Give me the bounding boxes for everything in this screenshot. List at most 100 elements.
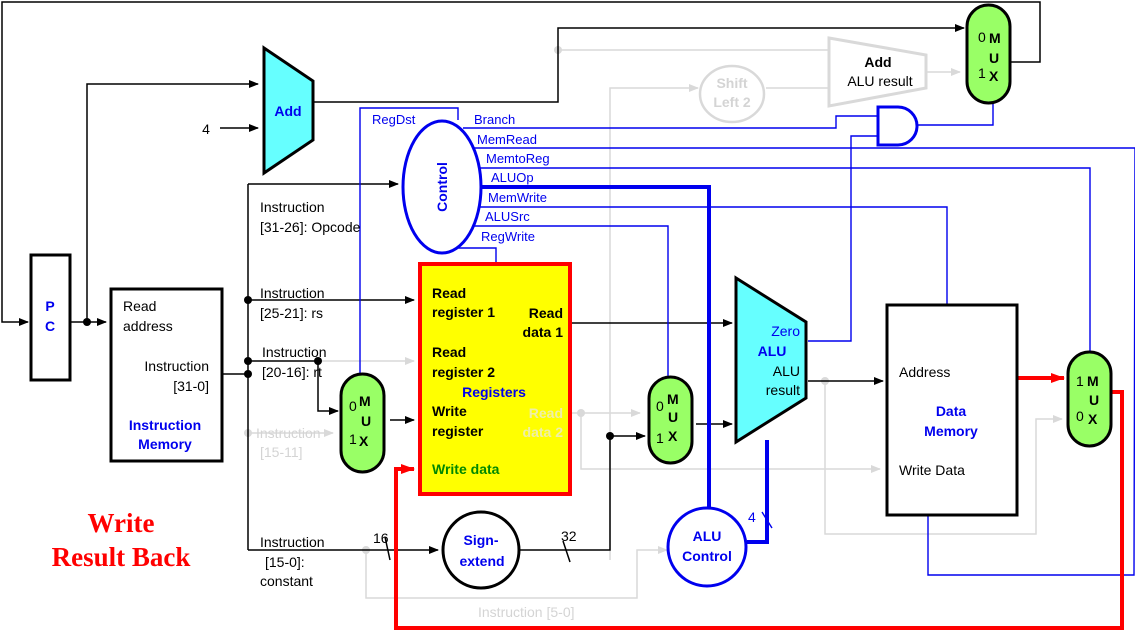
control-unit: Control RegDst Branch MemRead MemtoReg A…	[372, 112, 550, 255]
sign-extend: Sign- extend 16 32	[373, 510, 577, 590]
sign-extend-label-2: extend	[459, 553, 504, 569]
registers-title: Registers	[462, 384, 526, 400]
opcode-label-2: [31-26]: Opcode	[260, 219, 361, 235]
data-wires	[1, 1, 1041, 563]
sign-extend-label-1: Sign-	[464, 532, 499, 548]
pc-adder: Add	[262, 45, 315, 176]
alusrc-mux: 0 M U 1 X	[647, 375, 694, 465]
mux-letter-u: U	[1089, 392, 1099, 408]
program-counter: P C	[29, 253, 72, 382]
alu: Zero ALU ALU result	[734, 275, 808, 445]
data-memory: Address Data Memory Write Data	[885, 303, 1019, 517]
alu-control-width-label: 4	[748, 509, 756, 525]
mux-letter-u: U	[668, 409, 678, 425]
mux-letter-x: X	[1088, 411, 1098, 427]
read-data-1-label-2: data 1	[523, 324, 564, 340]
rs-label-2: [25-21]: rs	[260, 305, 323, 321]
alu-zero-label: Zero	[771, 323, 800, 339]
instruction-memory: Read address Instruction [31-0] Instruct…	[109, 287, 224, 463]
immediate-label-2: [15-0]:	[265, 554, 305, 570]
branch-adder-sublabel: ALU result	[847, 73, 912, 89]
alu-result-label-1: ALU	[773, 363, 800, 379]
signal-regwrite: RegWrite	[481, 229, 535, 244]
read-data-2-label-2: data 2	[523, 424, 564, 440]
title-line-2: Result Back	[52, 542, 191, 572]
pc-label-p: P	[45, 298, 54, 314]
opcode-label-1: Instruction	[260, 199, 325, 215]
input-width-label: 16	[373, 530, 389, 546]
read-register-2-label-2: register 2	[432, 364, 495, 380]
alu-result-label-2: result	[766, 382, 800, 398]
constant-four: 4	[202, 121, 210, 137]
mux-input-0-label: 0	[656, 398, 664, 414]
data-memory-title-2: Memory	[924, 423, 978, 439]
mux-letter-m: M	[359, 393, 371, 409]
signal-branch: Branch	[474, 112, 515, 127]
pc-source-mux: 0 M U 1 X	[965, 3, 1012, 105]
mux-input-0-label: 0	[1076, 408, 1084, 424]
rt-label-1: Instruction	[262, 344, 327, 360]
mux-letter-m: M	[667, 391, 679, 407]
mux-letter-u: U	[361, 413, 371, 429]
regdst-mux: 0 M U 1 X	[339, 372, 386, 474]
instruction-out-label-1: Instruction	[144, 358, 209, 374]
funct-label: Instruction [5-0]	[478, 604, 575, 620]
mux-input-1-label: 1	[978, 65, 986, 81]
memtoreg-mux: 1 M U 0 X	[1066, 350, 1113, 448]
control-label: Control	[434, 162, 450, 212]
instruction-out-label-2: [31-0]	[173, 378, 209, 394]
mux-letter-x: X	[989, 68, 999, 84]
mux-letter-u: U	[989, 50, 999, 66]
slide-title: Write Result Back	[52, 508, 191, 572]
address-label: Address	[899, 364, 950, 380]
rs-label-1: Instruction	[260, 285, 325, 301]
signal-regdst: RegDst	[372, 112, 416, 127]
immediate-label-3: constant	[260, 573, 313, 589]
read-register-1-label-1: Read	[432, 285, 466, 301]
pc-label-c: C	[45, 318, 55, 334]
signal-memwrite: MemWrite	[488, 190, 547, 205]
mux-letter-m: M	[1087, 373, 1099, 389]
mux-input-1-label: 1	[349, 431, 357, 447]
read-register-2-label-1: Read	[432, 344, 466, 360]
mux-input-0-label: 0	[349, 398, 357, 414]
branch-adder-label: Add	[864, 54, 891, 70]
alu-control: ALU Control 4	[666, 506, 756, 588]
shift-left-label-1: Shift	[716, 75, 747, 91]
mux-input-1-label: 1	[656, 430, 664, 446]
shift-left-2: Shift Left 2	[698, 64, 766, 124]
read-address-label-2: address	[123, 318, 173, 334]
write-back-path	[394, 373, 1124, 630]
alu-title: ALU	[758, 343, 787, 359]
write-register-label-2: register	[432, 423, 484, 439]
mux-letter-x: X	[668, 428, 678, 444]
rd-label-1: Instruction	[256, 425, 321, 441]
read-register-1-label-2: register 1	[432, 304, 495, 320]
mux-input-1-label: 1	[1076, 373, 1084, 389]
write-data-label: Write data	[432, 461, 500, 477]
register-file: Read register 1 Read data 1 Read registe…	[418, 262, 572, 496]
rt-label-2: [20-16]: rt	[262, 364, 322, 380]
alu-control-label-1: ALU	[693, 528, 722, 544]
read-data-1-label-1: Read	[529, 305, 563, 321]
read-address-label-1: Read	[123, 298, 156, 314]
mux-letter-x: X	[359, 433, 369, 449]
mux-letter-m: M	[989, 30, 1001, 46]
instruction-memory-title-1: Instruction	[129, 417, 201, 433]
signal-memtoreg: MemtoReg	[486, 151, 550, 166]
signal-alusrc: ALUSrc	[485, 209, 530, 224]
instruction-memory-title-2: Memory	[138, 436, 192, 452]
branch-adder: Add ALU result	[827, 36, 928, 108]
write-register-label-1: Write	[432, 403, 467, 419]
inactive-wires	[244, 46, 1063, 599]
control-wires	[359, 104, 1135, 576]
title-line-1: Write	[88, 508, 155, 538]
pc-adder-label: Add	[274, 103, 301, 119]
immediate-label-1: Instruction	[260, 534, 325, 550]
output-width-label: 32	[561, 528, 577, 544]
alu-control-label-2: Control	[682, 548, 732, 564]
rd-label-2: [15-11]	[260, 444, 303, 460]
signal-aluop: ALUOp	[491, 170, 534, 185]
mux-input-0-label: 0	[978, 29, 986, 45]
write-data-in-label: Write Data	[899, 462, 965, 478]
